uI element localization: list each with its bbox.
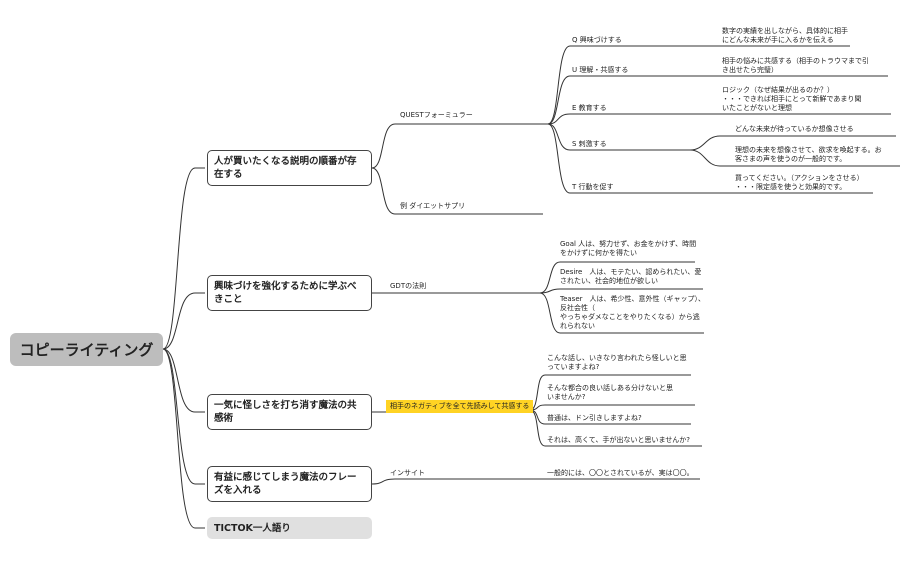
edge-root-topic1 [162, 167, 205, 350]
empathy-phrase-3[interactable]: 普通は、ドン引きしますよね? [547, 414, 642, 422]
edge-topic1-example [371, 167, 543, 215]
edge-topic1-quest [371, 123, 548, 169]
quest-u-detail[interactable]: 相手の悩みに共感する（相手のトラウマまで引 き出せたら完璧） [722, 57, 869, 74]
empathy-phrase-1[interactable]: こんな話し、いきなり言われたら怪しいと思 っていますよね? [547, 354, 687, 371]
edge-gdt-desire [539, 288, 703, 294]
edge-root-topic5 [162, 348, 205, 529]
empathy-phrase-4[interactable]: それは、高くて、手が出ないと思いませんか? [547, 436, 690, 444]
edge-root-topic2 [162, 292, 205, 350]
insight[interactable]: インサイト [390, 469, 425, 477]
edge-quest-e [547, 113, 690, 125]
gdt-teaser[interactable]: Teaser 人は、希少性、意外性（ギャップ）、 反社会性（ やっちゃダメなこと… [560, 295, 706, 330]
edge-quest-s [547, 123, 690, 151]
edge-empathy-c2 [529, 404, 695, 411]
topic-interest-strengthen[interactable]: 興味づけを強化するために学ぶべきこと [207, 275, 372, 311]
topic-beneficial-phrase[interactable]: 有益に感じてしまう魔法のフレーズを入れる [207, 466, 372, 502]
edge-s-detail2 [689, 149, 900, 167]
example-diet-supplement[interactable]: 例 ダイエットサプリ [400, 202, 466, 210]
topic-empathy-magic[interactable]: 一気に怪しさを打ち消す魔法の共感術 [207, 394, 372, 430]
quest-step-t[interactable]: T 行動を促す [572, 183, 614, 191]
edge-gdt-teaser [539, 292, 704, 334]
edge-quest-q [547, 45, 690, 125]
quest-e-detail[interactable]: ロジック（なぜ結果が出るのか？） ・・・できれば相手にとって新鮮であまり聞 いた… [722, 86, 862, 112]
gdt-law[interactable]: GDTの法則 [390, 282, 427, 290]
edge-quest-t [547, 123, 690, 194]
topic-tiktok[interactable]: TICTOK一人語り [207, 517, 372, 539]
quest-q-detail[interactable]: 数字の実績を出しながら、具体的に相手 にどんな未来が手に入るかを伝える [722, 27, 848, 44]
edge-s-detail1 [689, 135, 896, 151]
topic-buying-order[interactable]: 人が買いたくなる説明の順番が存在する [207, 150, 372, 186]
edge-topic4-insight [371, 478, 700, 485]
quest-step-u[interactable]: U 理解・共感する [572, 66, 629, 74]
quest-s-detail-2[interactable]: 理想の未来を想像させて、欲求を喚起する。お 客さまの声を使うのが一般的です。 [735, 146, 882, 163]
root-node[interactable]: コピーライティング [10, 333, 163, 366]
quest-step-q[interactable]: Q 興味づけする [572, 36, 622, 44]
gdt-goal[interactable]: Goal 人は、努力せず、お金をかけず、時間 をかけずに何かを得たい [560, 240, 697, 257]
quest-t-detail[interactable]: 買ってください。（アクションをさせる） ・・・限定感を使うと効果的です。 [735, 174, 864, 191]
edge-root-topic4 [162, 348, 205, 485]
quest-step-e[interactable]: E 教育する [572, 104, 607, 112]
gdt-desire[interactable]: Desire 人は、モテたい、認められたい、愛 されたい、社会的地位が欲しい [560, 268, 702, 285]
edge-root-topic3 [162, 348, 205, 413]
empathy-preempt-negative[interactable]: 相手のネガティブを全て先読みして共感する [386, 400, 534, 413]
insight-phrase[interactable]: 一般的には、〇〇とされているが、実は〇〇。 [547, 469, 694, 477]
quest-step-s[interactable]: S 刺激する [572, 140, 607, 148]
edge-gdt-goal [539, 261, 695, 294]
empathy-phrase-2[interactable]: そんな都合の良い話しある分けないと思 いませんか? [547, 384, 673, 401]
quest-s-detail-1[interactable]: どんな未来が待っているか想像させる [735, 125, 854, 133]
edge-quest-u [547, 75, 690, 125]
quest-formula[interactable]: QUESTフォーミュラー [400, 111, 473, 119]
